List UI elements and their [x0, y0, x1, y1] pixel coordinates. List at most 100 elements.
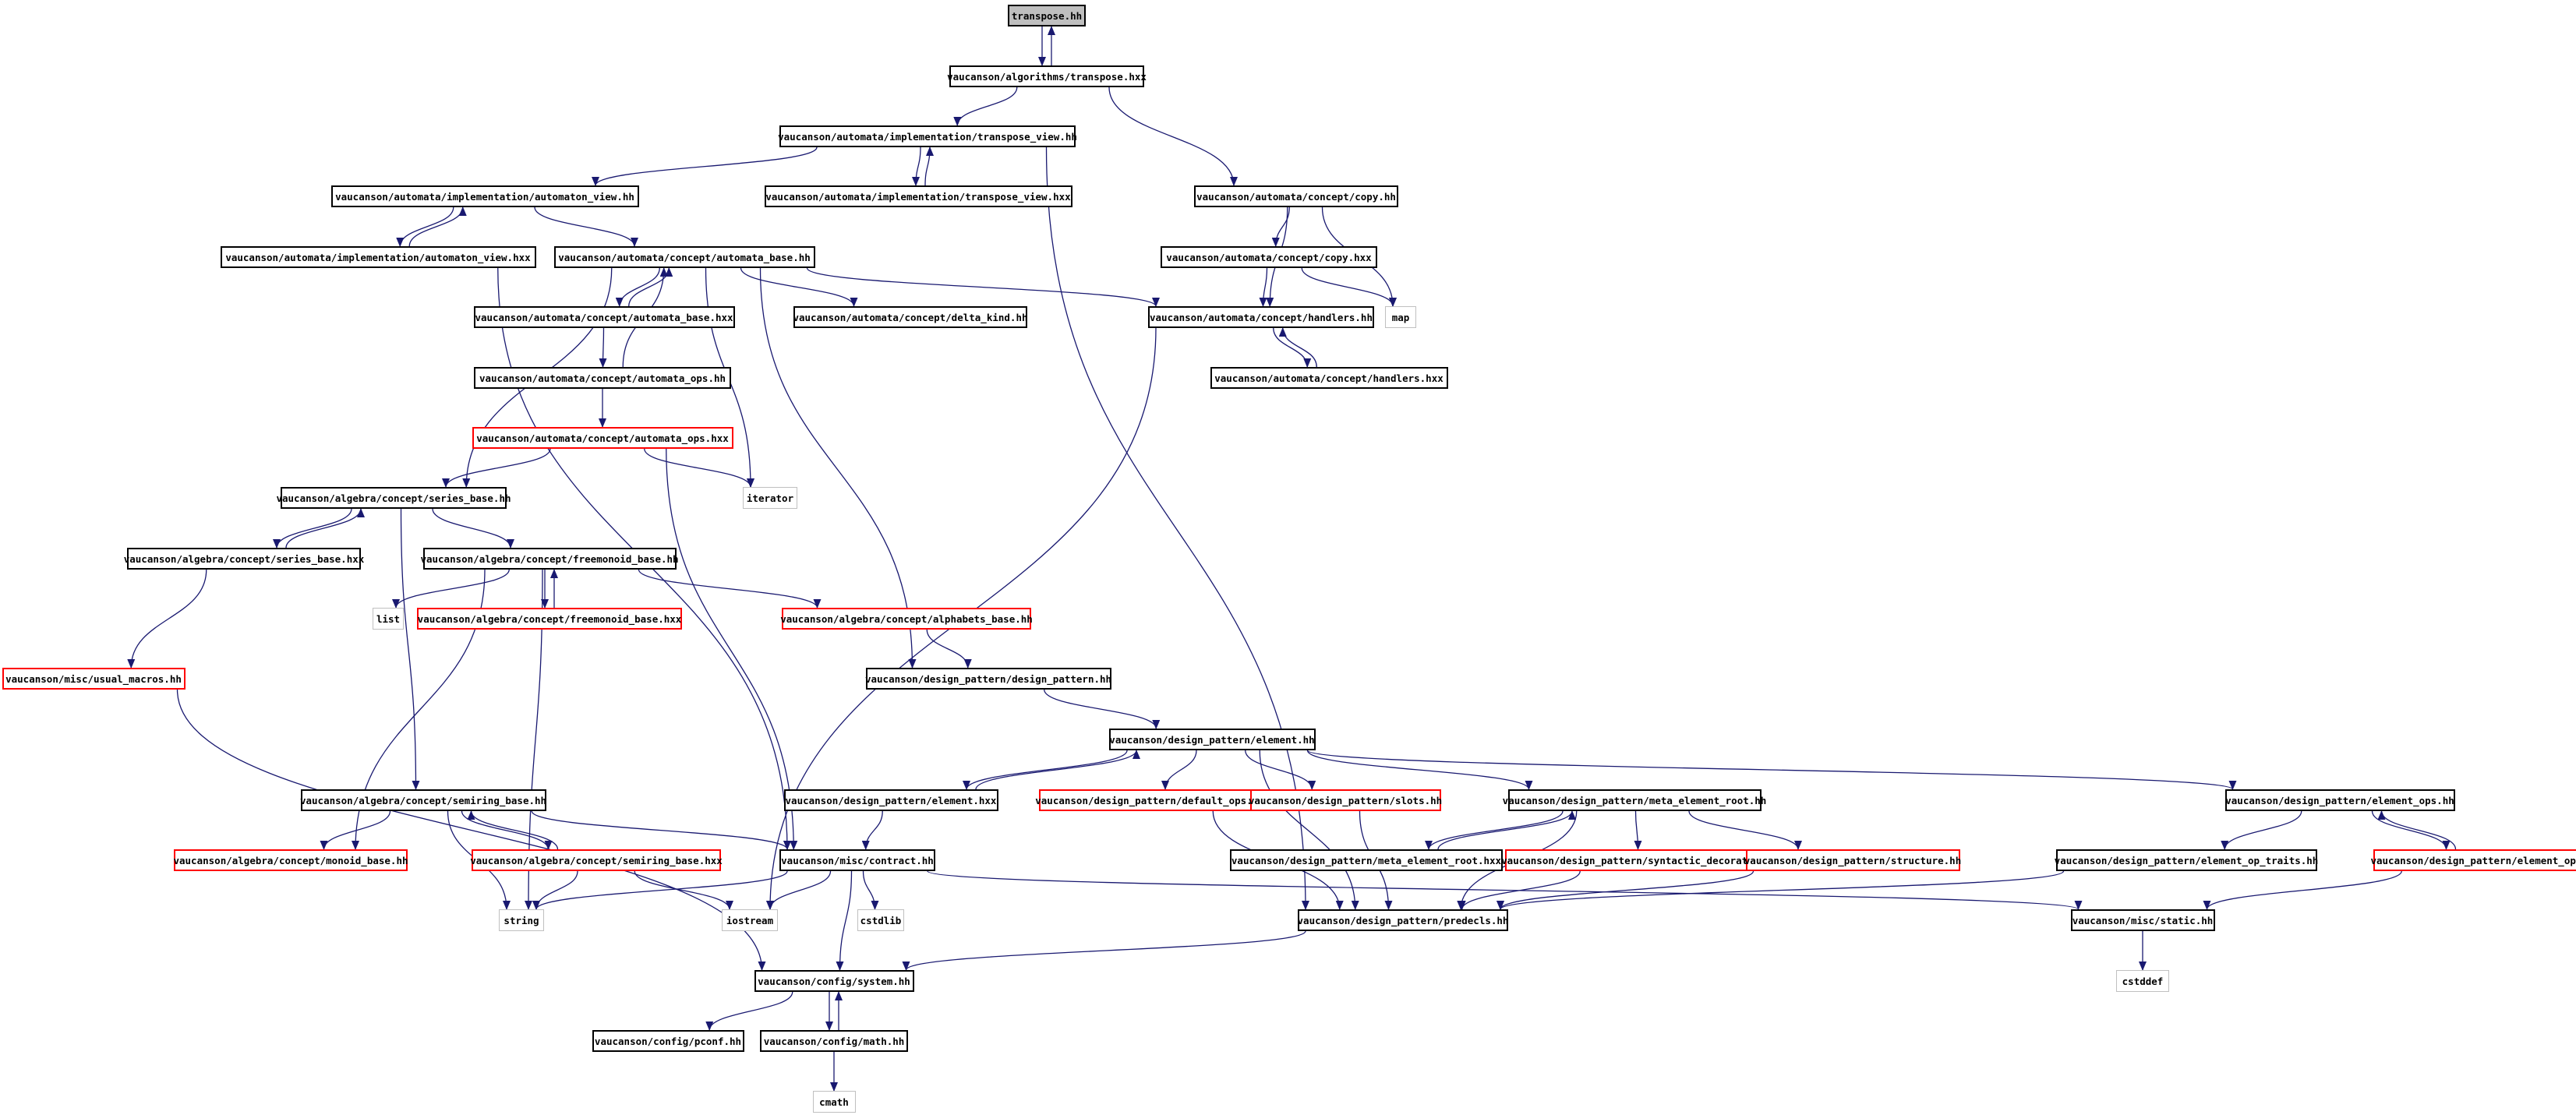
edge-semiring-base-hh-to-semiring-base-hxx	[461, 810, 553, 850]
node-handlers-hxx[interactable]: vaucanson/automata/concept/handlers.hxx	[1210, 367, 1448, 389]
edge-freemonoid-base-hh-to-string	[525, 569, 543, 910]
node-copy-hh[interactable]: vaucanson/automata/concept/copy.hh	[1194, 185, 1398, 207]
edge-system-hh-to-pconf-hh	[705, 991, 793, 1031]
node-meta-element-root-hh[interactable]: vaucanson/design_pattern/meta_element_ro…	[1503, 789, 1766, 811]
node-transpose-view-hxx[interactable]: vaucanson/automata/implementation/transp…	[764, 185, 1072, 207]
node-static-hh[interactable]: vaucanson/misc/static.hh	[2070, 909, 2215, 931]
edge-contract-hh-to-string	[532, 870, 788, 910]
node-semiring-base-hxx[interactable]: vaucanson/algebra/concept/semiring_base.…	[470, 849, 723, 871]
node-cstdlib[interactable]: cstdlib	[857, 909, 904, 931]
node-automata-base-hh[interactable]: vaucanson/automata/concept/automata_base…	[553, 246, 815, 268]
node-series-base-hh[interactable]: vaucanson/algebra/concept/series_base.hh	[276, 487, 511, 509]
edge-element-ops-hxx-to-element-ops-hh	[2377, 810, 2457, 850]
node-predecls-hh[interactable]: vaucanson/design_pattern/predecls.hh	[1298, 909, 1508, 931]
node-automata-ops-hxx[interactable]: vaucanson/automata/concept/automata_ops.…	[472, 427, 733, 449]
edge-meta-element-root-hh-to-structure-hh	[1688, 810, 1802, 850]
edge-automata-ops-hxx-to-contract-hh	[666, 448, 798, 850]
edge-element-op-traits-hh-to-predecls-hh	[1496, 870, 2065, 910]
edge-series-base-hh-to-freemonoid-base-hh	[432, 508, 514, 549]
node-structure-hh[interactable]: vaucanson/design_pattern/structure.hh	[1744, 849, 1961, 871]
node-semiring-base-hh[interactable]: vaucanson/algebra/concept/semiring_base.…	[300, 789, 546, 811]
node-algo-transpose-hxx[interactable]: vaucanson/algorithms/transpose.hxx	[947, 65, 1147, 87]
node-contract-hh[interactable]: vaucanson/misc/contract.hh	[779, 849, 935, 871]
edge-transpose-view-hh-to-automaton-view-hh	[592, 146, 818, 186]
edge-element-hh-to-slots-hh	[1245, 750, 1316, 790]
edge-contract-hh-to-static-hh	[927, 870, 2082, 910]
node-freemonoid-base-hxx[interactable]: vaucanson/algebra/concept/freemonoid_bas…	[417, 608, 682, 630]
edge-element-ops-hh-to-element-ops-hxx	[2371, 810, 2451, 850]
edge-series-base-hxx-to-usual-macros-hh	[127, 569, 207, 669]
edge-transpose-view-hh-to-predecls-hh	[1045, 146, 1309, 910]
edge-element-hh-to-element-ops-hh	[1306, 750, 2236, 790]
edge-automata-base-hh-to-handlers-hh	[806, 267, 1160, 307]
node-transpose-hh: transpose.hh	[1008, 5, 1086, 26]
edge-copy-hh-to-copy-hxx	[1271, 206, 1290, 247]
edge-series-base-hxx-to-series-base-hh	[285, 508, 365, 549]
edge-semiring-base-hxx-to-iostream	[634, 870, 733, 910]
node-automaton-view-hxx[interactable]: vaucanson/automata/implementation/automa…	[220, 246, 536, 268]
edge-handlers-hh-to-handlers-hxx	[1273, 327, 1312, 368]
edge-handlers-hxx-to-handlers-hh	[1278, 327, 1317, 368]
node-element-hxx[interactable]: vaucanson/design_pattern/element.hxx	[783, 789, 998, 811]
node-handlers-hh[interactable]: vaucanson/automata/concept/handlers.hh	[1148, 306, 1374, 328]
node-automata-ops-hh[interactable]: vaucanson/automata/concept/automata_ops.…	[474, 367, 731, 389]
edge-meta-element-root-hh-to-meta-element-root-hxx	[1425, 810, 1564, 850]
node-copy-hxx[interactable]: vaucanson/automata/concept/copy.hxx	[1161, 246, 1377, 268]
node-automata-base-hxx[interactable]: vaucanson/automata/concept/automata_base…	[473, 306, 735, 328]
edge-copy-hxx-to-map	[1301, 267, 1397, 307]
node-list[interactable]: list	[373, 608, 404, 630]
edge-element-hh-to-meta-element-root-hh	[1306, 750, 1533, 790]
edge-automata-base-hxx-to-automata-ops-hh	[599, 327, 607, 368]
edge-element-hxx-to-element-hh	[975, 750, 1140, 790]
node-iostream[interactable]: iostream	[722, 909, 778, 931]
node-element-ops-hh[interactable]: vaucanson/design_pattern/element_ops.hh	[2224, 789, 2455, 811]
node-design-pattern-hh[interactable]: vaucanson/design_pattern/design_pattern.…	[865, 668, 1111, 690]
edge-automata-base-hxx-to-automata-base-hh	[628, 267, 673, 307]
node-pconf-hh[interactable]: vaucanson/config/pconf.hh	[592, 1030, 744, 1052]
edge-semiring-base-hxx-to-semiring-base-hh	[467, 810, 559, 850]
node-automaton-view-hh[interactable]: vaucanson/automata/implementation/automa…	[330, 185, 639, 207]
edge-algo-transpose-hxx-to-copy-hh	[1108, 86, 1238, 186]
edge-series-base-hh-to-series-base-hxx	[273, 508, 352, 549]
edge-contract-hh-to-iostream	[766, 870, 832, 910]
node-element-ops-hxx[interactable]: vaucanson/design_pattern/element_ops.hxx	[2370, 849, 2576, 871]
node-transpose-view-hh[interactable]: vaucanson/automata/implementation/transp…	[778, 125, 1077, 147]
edge-semiring-base-hh-to-monoid-base-hh	[320, 810, 391, 850]
node-map[interactable]: map	[1385, 306, 1416, 328]
node-usual-macros-hh[interactable]: vaucanson/misc/usual_macros.hh	[2, 668, 186, 690]
node-iterator[interactable]: iterator	[743, 487, 797, 509]
edge-design-pattern-hh-to-element-hh	[1044, 689, 1161, 729]
node-meta-element-root-hxx[interactable]: vaucanson/design_pattern/meta_element_ro…	[1230, 849, 1503, 871]
node-monoid-base-hh[interactable]: vaucanson/algebra/concept/monoid_base.hh	[173, 849, 408, 871]
edge-automaton-view-hh-to-automata-base-hh	[534, 206, 638, 247]
edge-meta-element-root-hh-to-syntactic-decorator-hh	[1634, 810, 1642, 850]
node-syntactic-decorator-hh[interactable]: vaucanson/design_pattern/syntactic_decor…	[1501, 849, 1777, 871]
edge-usual-macros-hh-to-system-hh	[176, 689, 766, 971]
node-delta-kind-hh[interactable]: vaucanson/automata/concept/delta_kind.hh	[793, 306, 1028, 328]
node-default-ops-hh[interactable]: vaucanson/design_pattern/default_ops.hh	[1035, 789, 1264, 811]
edge-freemonoid-base-hh-to-list	[392, 569, 510, 609]
edge-algo-transpose-hxx-to-transpose-view-hh	[953, 86, 1018, 126]
node-cstddef[interactable]: cstddef	[2116, 970, 2169, 992]
edge-transpose-view-hh-to-transpose-view-hxx	[912, 146, 921, 186]
node-slots-hh[interactable]: vaucanson/design_pattern/slots.hh	[1249, 789, 1442, 811]
edge-automata-base-hh-to-design-pattern-hh	[759, 267, 917, 669]
node-series-base-hxx[interactable]: vaucanson/algebra/concept/series_base.hx…	[124, 548, 364, 570]
edge-automata-base-hh-to-automata-base-hxx	[615, 267, 660, 307]
edge-automaton-view-hh-to-automaton-view-hxx	[396, 206, 454, 247]
node-string[interactable]: string	[499, 909, 544, 931]
node-freemonoid-base-hh[interactable]: vaucanson/algebra/concept/freemonoid_bas…	[420, 548, 679, 570]
node-system-hh[interactable]: vaucanson/config/system.hh	[754, 970, 914, 992]
edge-automaton-view-hxx-to-automaton-view-hh	[408, 206, 467, 247]
node-math-hh[interactable]: vaucanson/config/math.hh	[760, 1030, 908, 1052]
edge-automata-ops-hxx-to-series-base-hh	[442, 448, 551, 488]
edge-alphabets-base-hh-to-design-pattern-hh	[926, 629, 972, 669]
node-element-hh[interactable]: vaucanson/design_pattern/element.hh	[1108, 729, 1316, 750]
node-alphabets-base-hh[interactable]: vaucanson/algebra/concept/alphabets_base…	[780, 608, 1033, 630]
edge-contract-hh-to-system-hh	[836, 870, 853, 971]
edge-predecls-hh-to-system-hh	[902, 930, 1306, 971]
node-element-op-traits-hh[interactable]: vaucanson/design_pattern/element_op_trai…	[2055, 849, 2318, 871]
edge-contract-hh-to-cstdlib	[862, 870, 879, 910]
node-cmath[interactable]: cmath	[812, 1091, 856, 1113]
